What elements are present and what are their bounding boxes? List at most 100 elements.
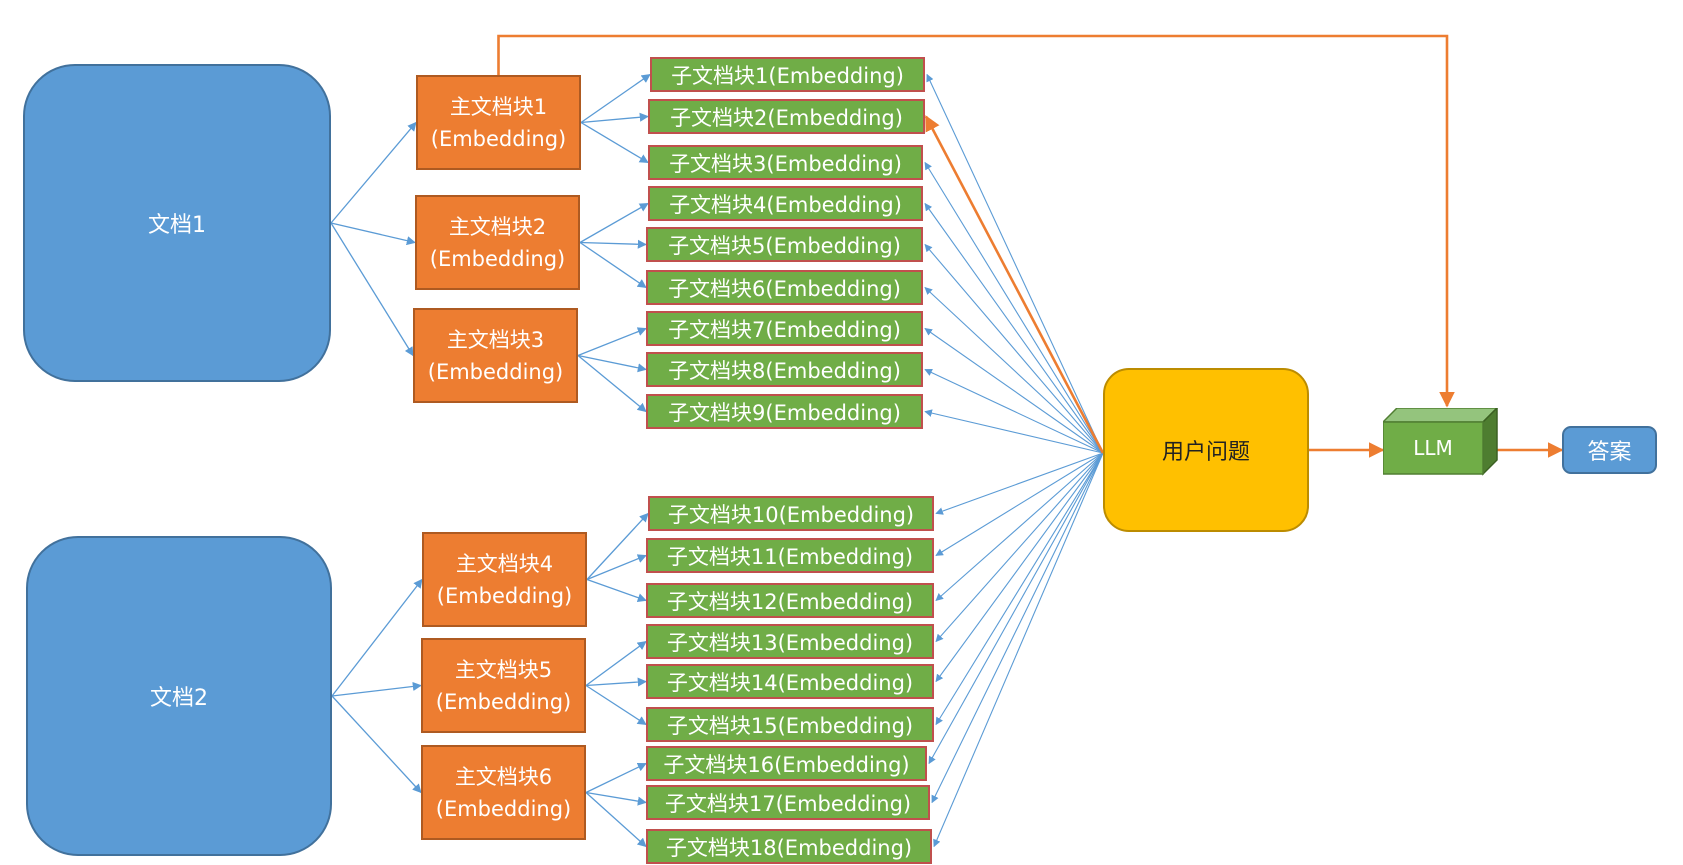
query-match-arrow — [924, 115, 1105, 454]
sub-chunk-node: 子文档块7(Embedding) — [646, 311, 923, 346]
query-to-sub-arrow — [926, 73, 1104, 454]
llm-cube-icon — [1383, 408, 1499, 476]
sub-chunk-label: 子文档块12(Embedding) — [666, 589, 914, 614]
sub-chunk-label: 子文档块7(Embedding) — [668, 317, 901, 342]
sub-chunk-node: 子文档块4(Embedding) — [648, 186, 923, 221]
answer-node: 答案 — [1562, 426, 1657, 474]
main-chunk-title: 主文档块1 — [449, 94, 548, 119]
query-to-sub-arrow — [924, 243, 1104, 454]
sub-chunk-node: 子文档块5(Embedding) — [646, 227, 923, 262]
sub-chunk-label: 子文档块1(Embedding) — [671, 63, 904, 88]
sub-chunk-node: 子文档块12(Embedding) — [646, 583, 934, 618]
sub-chunk-label: 子文档块18(Embedding) — [665, 835, 913, 860]
sub-chunk-label: 子文档块8(Embedding) — [668, 358, 901, 383]
query-to-sub-arrow — [924, 202, 1104, 454]
doc-to-main-arrow — [331, 578, 423, 697]
main-chunk-subtitle: (Embedding) — [436, 583, 573, 608]
sub-chunk-node: 子文档块16(Embedding) — [646, 746, 927, 781]
main-to-sub-arrow — [579, 241, 647, 289]
document-node: 文档1 — [23, 64, 331, 382]
main-chunk-node: 主文档块2 (Embedding) — [415, 195, 580, 290]
main-chunk-title: 主文档块3 — [446, 327, 545, 352]
main-to-sub-arrow — [585, 791, 647, 806]
main-to-sub-arrow — [586, 512, 649, 580]
sub-chunk-label: 子文档块2(Embedding) — [670, 105, 903, 130]
sub-chunk-label: 子文档块14(Embedding) — [666, 670, 914, 695]
main-to-sub-arrow — [580, 73, 651, 124]
sub-chunk-node: 子文档块2(Embedding) — [648, 99, 925, 134]
query-to-sub-arrow — [924, 286, 1104, 454]
main-chunk-subtitle: (Embedding) — [429, 246, 566, 271]
query-to-sub-arrow — [935, 452, 1104, 602]
main-to-sub-arrow — [585, 677, 647, 687]
sub-chunk-node: 子文档块1(Embedding) — [650, 57, 925, 92]
main-to-sub-arrow — [577, 327, 647, 357]
main-chunk-node: 主文档块1 (Embedding) — [416, 75, 581, 170]
query-to-sub-arrow — [933, 452, 1104, 848]
query-to-sub-arrow — [931, 452, 1104, 804]
main-chunk-node: 主文档块3 (Embedding) — [413, 308, 578, 403]
main-to-sub-arrow — [580, 112, 649, 124]
main-to-sub-arrow — [579, 239, 647, 249]
query-to-sub-arrow — [935, 452, 1104, 683]
main-chunk-title: 主文档块2 — [448, 214, 547, 239]
llm-label: LLM — [1413, 436, 1453, 460]
main-chunk-node: 主文档块6 (Embedding) — [421, 745, 586, 840]
main-chunk-node: 主文档块4 (Embedding) — [422, 532, 587, 627]
sub-chunk-label: 子文档块6(Embedding) — [668, 276, 901, 301]
query-to-sub-arrow — [935, 452, 1104, 515]
document-node: 文档2 — [26, 536, 332, 856]
embedding-links — [330, 73, 1104, 848]
main-to-sub-arrow — [585, 640, 647, 687]
main-to-sub-arrow — [577, 354, 647, 373]
doc-to-main-arrow — [330, 121, 417, 224]
sub-chunk-label: 子文档块13(Embedding) — [666, 630, 914, 655]
retrieved-context-arrow — [497, 34, 1455, 408]
query-to-sub-arrow — [928, 452, 1104, 765]
sub-chunk-label: 子文档块11(Embedding) — [666, 544, 914, 569]
sub-chunk-label: 子文档块3(Embedding) — [669, 151, 902, 176]
user-question-label: 用户问题 — [1161, 440, 1250, 465]
main-to-sub-arrow — [579, 202, 649, 244]
sub-chunk-label: 子文档块4(Embedding) — [669, 192, 902, 217]
query-to-sub-arrow — [924, 409, 1104, 454]
document-label: 文档1 — [148, 213, 206, 238]
retrieval-flow — [497, 34, 1564, 458]
main-to-sub-arrow — [585, 762, 647, 794]
query-to-sub-arrow — [935, 452, 1104, 556]
main-chunk-subtitle: (Embedding) — [427, 359, 564, 384]
doc-to-main-arrow — [330, 222, 416, 246]
main-chunk-subtitle: (Embedding) — [435, 689, 572, 714]
sub-chunk-label: 子文档块10(Embedding) — [667, 502, 915, 527]
sub-chunk-label: 子文档块15(Embedding) — [666, 713, 914, 738]
main-chunk-node: 主文档块5 (Embedding) — [421, 638, 586, 733]
sub-chunk-label: 子文档块5(Embedding) — [668, 233, 901, 258]
query-to-sub-arrow — [924, 368, 1104, 454]
main-to-sub-arrow — [577, 354, 647, 413]
sub-chunk-node: 子文档块15(Embedding) — [646, 707, 934, 742]
main-to-sub-arrow — [585, 684, 647, 726]
sub-chunk-node: 子文档块18(Embedding) — [646, 829, 932, 864]
answer-label: 答案 — [1587, 440, 1632, 465]
main-chunk-title: 主文档块4 — [455, 551, 554, 576]
sub-chunk-node: 子文档块10(Embedding) — [648, 496, 934, 531]
main-to-sub-arrow — [585, 792, 647, 848]
query-to-sub-arrow — [935, 452, 1104, 643]
main-to-sub-arrow — [586, 578, 647, 603]
doc-to-main-arrow — [331, 695, 422, 794]
main-chunk-subtitle: (Embedding) — [435, 796, 572, 821]
doc-to-main-arrow — [331, 681, 422, 697]
main-chunk-subtitle: (Embedding) — [430, 126, 567, 151]
sub-chunk-node: 子文档块9(Embedding) — [646, 394, 923, 429]
sub-chunk-node: 子文档块3(Embedding) — [648, 145, 923, 180]
sub-chunk-node: 子文档块6(Embedding) — [646, 270, 923, 305]
document-label: 文档2 — [150, 686, 208, 711]
query-to-sub-arrow — [924, 161, 1104, 454]
main-chunk-title: 主文档块6 — [454, 764, 553, 789]
sub-chunk-label: 子文档块16(Embedding) — [663, 752, 910, 777]
query-to-sub-arrow — [935, 452, 1104, 726]
main-to-sub-arrow — [580, 121, 649, 164]
sub-chunk-node: 子文档块8(Embedding) — [646, 352, 923, 387]
